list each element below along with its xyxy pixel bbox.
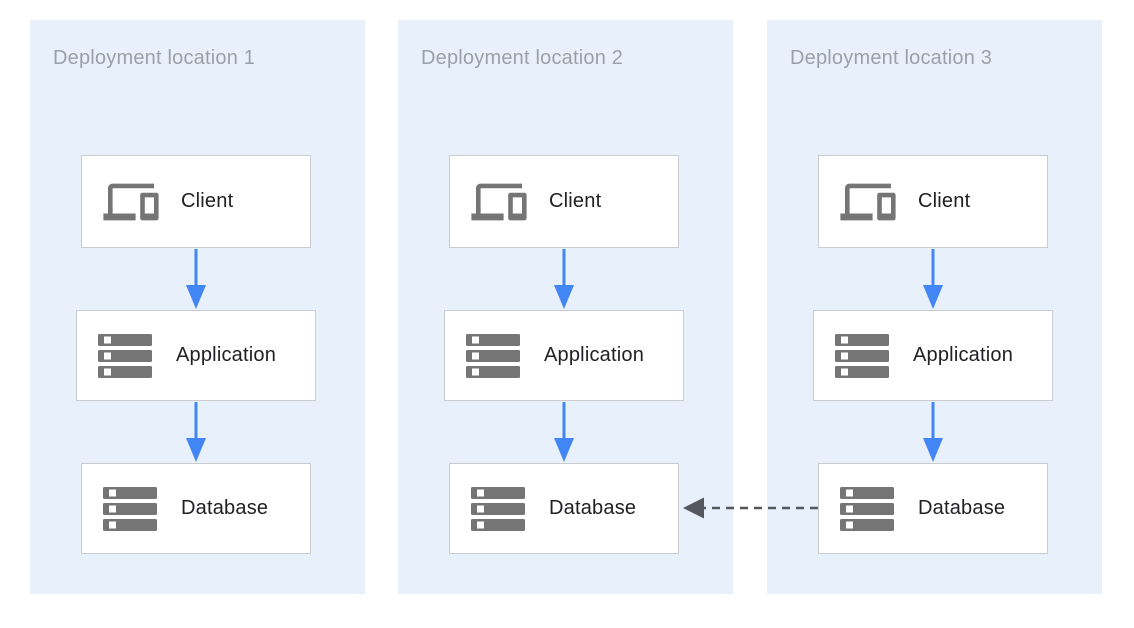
database-node-label: Database — [918, 497, 1006, 519]
database-node: Database — [449, 463, 679, 554]
application-node: Application — [444, 310, 684, 401]
application-node: Application — [813, 310, 1053, 401]
database-node-label: Database — [549, 497, 637, 519]
storage-icon — [840, 486, 896, 531]
devices-icon — [103, 179, 159, 225]
deployment-location-2-panel: Deployment location 2 Client Application… — [398, 20, 733, 594]
panel-title: Deployment location 3 — [790, 47, 993, 69]
deployment-location-3-panel: Deployment location 3 Client Application… — [767, 20, 1102, 594]
storage-icon — [471, 486, 527, 531]
storage-icon — [103, 486, 159, 531]
database-node: Database — [81, 463, 311, 554]
client-node-label: Client — [918, 190, 971, 212]
devices-icon — [840, 179, 896, 225]
client-node-label: Client — [549, 190, 602, 212]
storage-icon — [835, 333, 891, 378]
database-node-label: Database — [181, 497, 269, 519]
application-node-label: Application — [544, 344, 645, 366]
application-node-label: Application — [913, 344, 1014, 366]
devices-icon — [471, 179, 527, 225]
storage-icon — [98, 333, 154, 378]
panel-title: Deployment location 1 — [53, 47, 256, 69]
client-node: Client — [818, 155, 1048, 248]
panel-title: Deployment location 2 — [421, 47, 624, 69]
storage-icon — [466, 333, 522, 378]
database-node: Database — [818, 463, 1048, 554]
client-node-label: Client — [181, 190, 234, 212]
client-node: Client — [449, 155, 679, 248]
application-node-label: Application — [176, 344, 277, 366]
client-node: Client — [81, 155, 311, 248]
deployment-location-1-panel: Deployment location 1 Client Application… — [30, 20, 365, 594]
application-node: Application — [76, 310, 316, 401]
